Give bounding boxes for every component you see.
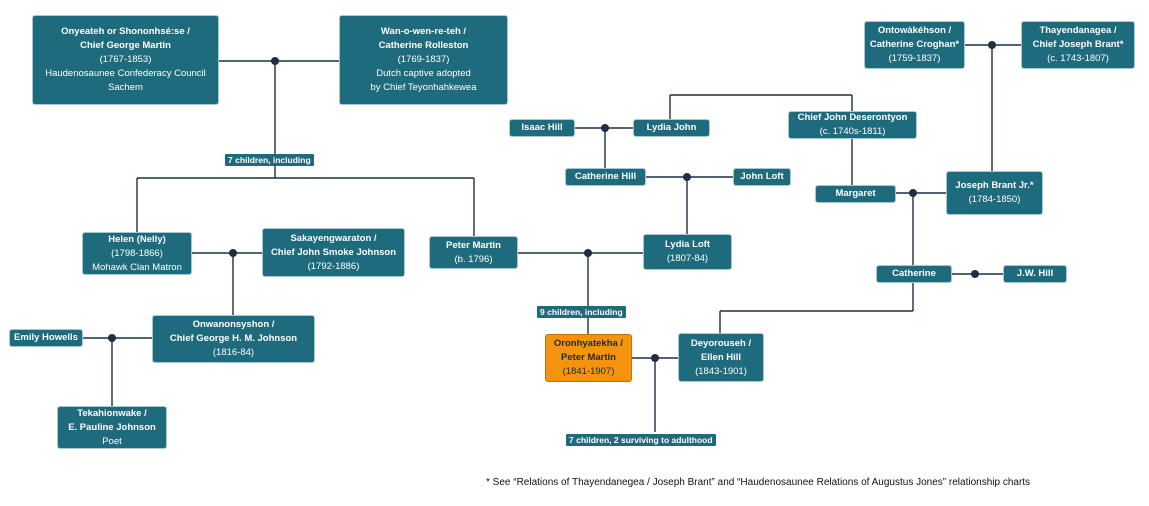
dates: (1807-84) <box>666 253 709 264</box>
name-line: Lydia John <box>646 122 697 133</box>
name-line: Catherine Rolleston <box>378 40 469 51</box>
dates: (1759-1837) <box>888 53 941 64</box>
name-line: Chief Joseph Brant* <box>1032 39 1124 50</box>
footnote: * See “Relations of Thayendanegea / Jose… <box>486 477 1031 488</box>
name-line: Emily Howells <box>14 332 78 343</box>
person-george-hm-johnson[interactable]: Onwanonsyshon / Chief George H. M. Johns… <box>152 315 315 363</box>
person-oronhyatekha[interactable]: Oronhyatekha / Peter Martin (1841-1907) <box>545 334 632 382</box>
note: by Chief Teyonhahkewea <box>370 82 477 93</box>
name-line: John Loft <box>740 171 784 182</box>
name-line: Isaac Hill <box>521 122 563 133</box>
person-helen-nelly[interactable]: Helen (Nelly) (1798-1866) Mohawk Clan Ma… <box>82 232 192 275</box>
name-line: E. Pauline Johnson <box>68 421 156 433</box>
person-john-smoke-johnson[interactable]: Sakayengwaraton / Chief John Smoke Johns… <box>262 228 405 277</box>
person-catherine-hill[interactable]: Catherine Hill <box>565 168 646 186</box>
note: Mohawk Clan Matron <box>92 261 182 273</box>
name-line: Chief John Deserontyon <box>797 112 908 123</box>
name-line: Ontowàkéhson / <box>877 25 952 36</box>
name-line: Tekahionwake / <box>77 407 147 419</box>
dates: (b. 1796) <box>454 253 493 265</box>
dates: (1816-84) <box>212 347 255 358</box>
person-isaac-hill[interactable]: Isaac Hill <box>509 119 575 137</box>
person-joseph-brant-jr[interactable]: Joseph Brant Jr.* (1784-1850) <box>946 171 1043 215</box>
dates: (1798-1866) <box>111 247 163 259</box>
name-line: Margaret <box>835 188 876 199</box>
note: Dutch captive adopted <box>376 68 471 79</box>
name-line: Onyeateh or Shononhsé:se / <box>61 26 190 37</box>
person-margaret[interactable]: Margaret <box>815 185 896 203</box>
person-jw-hill[interactable]: J.W. Hill <box>1003 265 1067 283</box>
label-seven-surviving: 7 children, 2 surviving to adulthood <box>566 434 716 446</box>
name-line: Peter Martin <box>446 239 501 251</box>
name-line: Peter Martin <box>561 352 616 363</box>
name-line: J.W. Hill <box>1016 268 1054 279</box>
person-catherine-rolleston[interactable]: Wan-o-wen-re-teh / Catherine Rolleston (… <box>339 15 508 105</box>
dates: (c. 1743-1807) <box>1047 53 1109 64</box>
dates: (1841-1907) <box>562 366 615 377</box>
person-ellen-hill[interactable]: Deyorouseh / Ellen Hill (1843-1901) <box>678 333 764 382</box>
person-catherine[interactable]: Catherine <box>876 265 952 283</box>
person-peter-martin-1796[interactable]: Peter Martin (b. 1796) <box>429 236 518 269</box>
name-line: Catherine Hill <box>574 171 637 182</box>
note: Haudenosaunee Confederacy Council <box>45 68 206 79</box>
note: Poet <box>102 435 122 447</box>
dates: (1784-1850) <box>968 194 1021 205</box>
dates: (1769-1837) <box>397 54 450 65</box>
name-line: Onwanonsyshon / <box>192 319 275 330</box>
name-line: Chief John Smoke Johnson <box>270 246 397 258</box>
name-line: Wan-o-wen-re-teh / <box>380 26 467 37</box>
dates: (1767-1853) <box>99 54 152 65</box>
name-line: Chief George Martin <box>80 40 171 51</box>
name-line: Ellen Hill <box>700 351 742 363</box>
person-john-deserontyon[interactable]: Chief John Deserontyon (c. 1740s-1811) <box>788 111 917 139</box>
name-line: Lydia Loft <box>664 239 711 250</box>
name-line: Oronhyatekha / <box>553 338 624 349</box>
dates: (c. 1740s-1811) <box>819 126 886 137</box>
name-line: Joseph Brant Jr.* <box>955 180 1034 191</box>
name-line: Sakayengwaraton / <box>290 232 377 244</box>
label-nine-children: 9 children, including <box>537 306 626 318</box>
name-line: Helen (Nelly) <box>108 233 166 245</box>
person-george-martin[interactable]: Onyeateh or Shononhsé:se / Chief George … <box>32 15 219 105</box>
person-joseph-brant[interactable]: Thayendanagea / Chief Joseph Brant* (c. … <box>1021 21 1135 69</box>
name-line: Deyorouseh / <box>690 337 752 349</box>
person-emily-howells[interactable]: Emily Howells <box>9 329 83 347</box>
person-lydia-john[interactable]: Lydia John <box>633 119 710 137</box>
person-catherine-croghan[interactable]: Ontowàkéhson / Catherine Croghan* (1759-… <box>864 21 965 69</box>
note: Sachem <box>108 82 143 93</box>
person-pauline-johnson[interactable]: Tekahionwake / E. Pauline Johnson Poet <box>57 406 167 449</box>
name-line: Catherine <box>892 268 936 279</box>
person-lydia-loft[interactable]: Lydia Loft (1807-84) <box>643 234 732 270</box>
dates: (1843-1901) <box>695 365 747 377</box>
label-seven-children: 7 children, including <box>225 154 314 166</box>
name-line: Chief George H. M. Johnson <box>169 333 298 344</box>
person-john-loft[interactable]: John Loft <box>733 168 791 186</box>
name-line: Thayendanagea / <box>1039 25 1117 36</box>
dates: (1792-1886) <box>307 260 360 272</box>
name-line: Catherine Croghan* <box>869 39 960 50</box>
